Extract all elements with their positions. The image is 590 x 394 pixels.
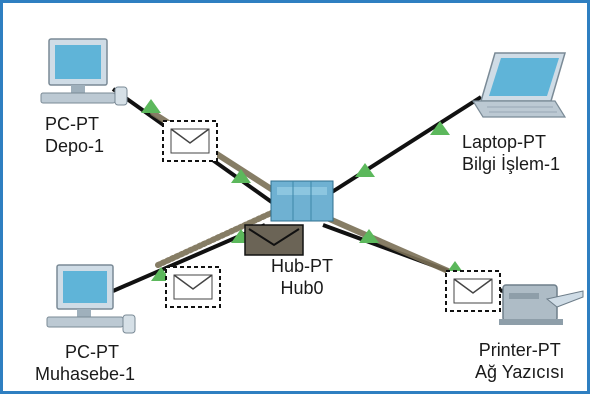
device-label-pc-muhasebe: PC-PT Muhasebe-1	[35, 341, 135, 385]
desktop-computer-icon[interactable]	[40, 38, 128, 106]
envelope-icon[interactable]	[162, 120, 218, 162]
network-topology	[40, 38, 584, 334]
link-laptop-hub[interactable]	[319, 95, 483, 201]
device-label-printer: Printer-PT Ağ Yazıcısı	[475, 339, 564, 383]
device-name-label: Hub0	[280, 278, 324, 298]
device-name-label: Depo-1	[45, 136, 105, 156]
device-name-label: Bilgi İşlem-1	[462, 154, 561, 174]
device-type-label: PC-PT	[45, 114, 99, 134]
device-name-label: Muhasebe-1	[35, 364, 136, 384]
device-type-label: PC-PT	[65, 342, 119, 362]
device-label-laptop: Laptop-PT Bilgi İşlem-1	[462, 131, 560, 175]
device-label-hub: Hub-PT Hub0	[271, 255, 333, 299]
device-type-label: Hub-PT	[271, 256, 334, 276]
link-up-triangle	[231, 169, 251, 183]
envelope-icon[interactable]	[244, 224, 304, 256]
envelope-icon[interactable]	[445, 270, 501, 312]
link-up-triangle	[141, 99, 161, 113]
printer-icon[interactable]	[499, 284, 584, 325]
desktop-computer-icon[interactable]	[46, 264, 136, 334]
device-type-label: Laptop-PT	[462, 132, 547, 152]
packet-envelopes	[162, 120, 501, 312]
device-type-label: Printer-PT	[478, 340, 561, 360]
envelope-icon[interactable]	[165, 266, 221, 308]
link-up-triangle	[430, 121, 450, 135]
link-up-triangle	[355, 163, 375, 177]
device-label-pc-depo: PC-PT Depo-1	[45, 113, 104, 157]
device-name-label: Ağ Yazıcısı	[475, 362, 565, 382]
hub-icon[interactable]	[270, 180, 334, 222]
link-up-triangle	[359, 229, 379, 243]
laptop-icon[interactable]	[471, 52, 567, 118]
